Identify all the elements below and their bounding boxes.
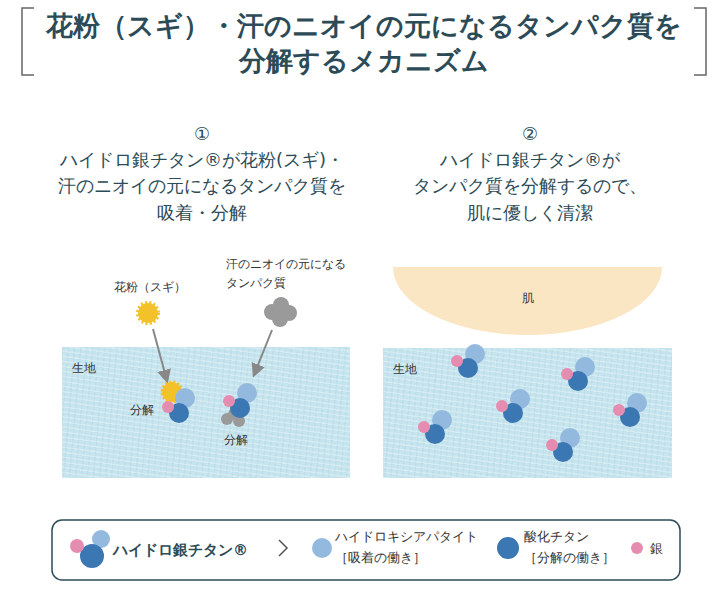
arrow [254, 330, 272, 375]
cloud-part [272, 311, 288, 327]
legend-label: ハイドロ銀チタン® [113, 538, 273, 562]
silver-dot [223, 395, 235, 407]
particle-cluster [418, 410, 452, 444]
silver-dot [418, 421, 430, 433]
skin-fill [393, 267, 662, 335]
legend-swatch [497, 537, 519, 559]
action-label: 分解 [130, 403, 160, 417]
fabric-illustration [62, 347, 350, 478]
particle-cluster [613, 393, 647, 427]
silver-dot [546, 439, 558, 451]
callout-number: ① [182, 121, 222, 146]
node-label: 生地 [72, 360, 96, 377]
legend-box [52, 520, 680, 580]
particle-cluster [162, 382, 195, 423]
particle-cluster [451, 344, 485, 378]
title-bracket [22, 8, 34, 75]
arrow [153, 329, 167, 381]
legend-label: ハイドロキシアパタイト ［吸着の働き］ [335, 527, 495, 569]
callout-number: ② [510, 121, 550, 146]
protein-cloud [264, 297, 297, 327]
chevron [279, 540, 287, 556]
legend-label: 銀 [650, 539, 674, 560]
particle-label: 汗のニオイの元になる タンパク質 [226, 255, 361, 293]
fabric-illustration [383, 348, 672, 478]
legend-swatch [312, 538, 332, 558]
legend-swatch [631, 542, 643, 554]
title-bracket [694, 8, 706, 75]
silver-dot [496, 400, 508, 412]
particle-cluster [546, 428, 580, 462]
fabric-panel: 生地 [383, 348, 672, 478]
fabric-panel: 生地 [62, 347, 350, 478]
action-label: 分解 [224, 433, 254, 447]
silver-dot [162, 401, 174, 413]
legend-icon [70, 530, 110, 568]
silver-dot [451, 355, 463, 367]
silver-dot [70, 539, 84, 553]
pollen-grain [138, 303, 158, 323]
particle-cluster [221, 383, 257, 427]
skin-band: 肌 [393, 267, 662, 335]
particle-label: 花粉（スギ） [90, 279, 210, 296]
node-label: 肌 [393, 290, 662, 307]
particle-cluster [496, 389, 530, 423]
step-text: ハイドロ銀チタン®が花粉(スギ)・ 汗のニオイの元になるタンパク質を 吸着・分解 [52, 147, 352, 226]
legend-label: 酸化チタン ［分解の働き］ [524, 527, 634, 569]
pollen [138, 303, 158, 323]
silver-dot [561, 368, 573, 380]
node-label: 生地 [393, 361, 417, 378]
silver-dot [613, 404, 625, 416]
title: 花粉（スギ）・汗のニオイの元になるタンパク質を 分解するメカニズム [40, 8, 688, 78]
particle-cluster [561, 357, 595, 391]
step-text: ハイドロ銀チタン®が タンパク質を分解するので、 肌に優しく清潔 [380, 147, 680, 226]
